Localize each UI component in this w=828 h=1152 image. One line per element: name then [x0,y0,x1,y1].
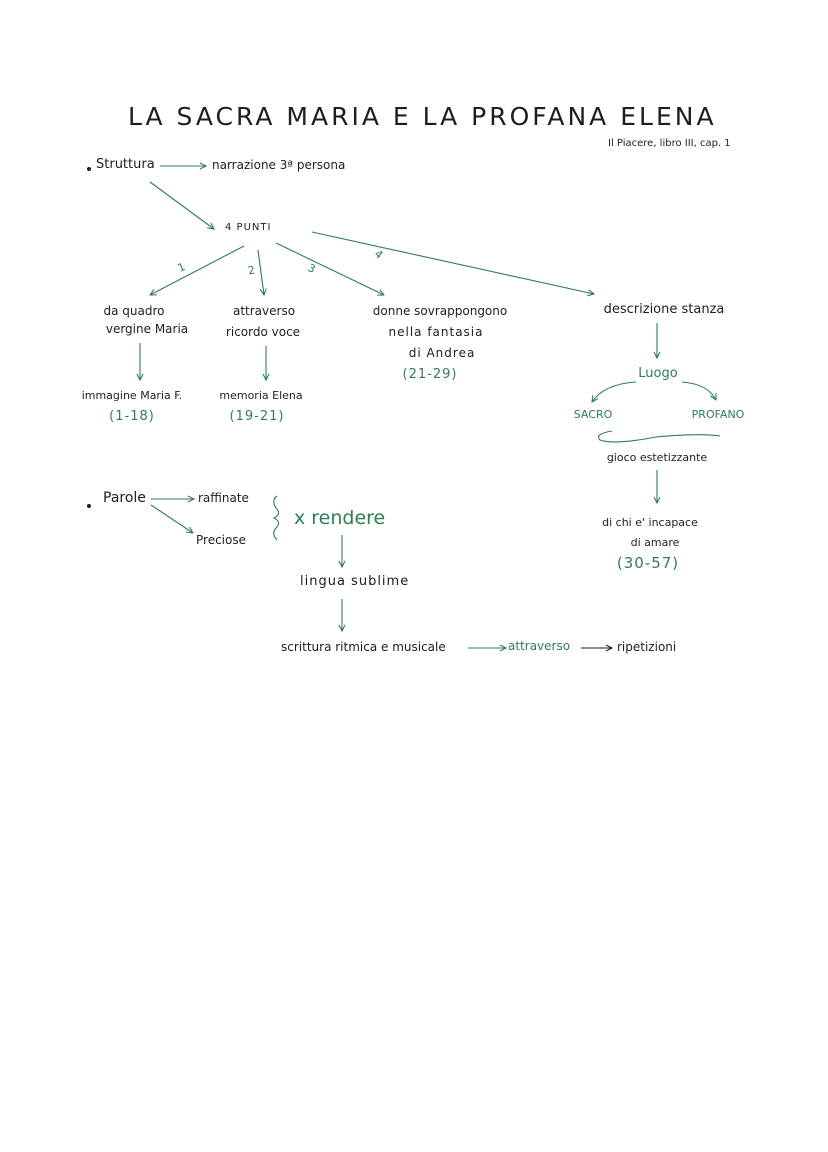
branch1-line2: vergine Maria [105,322,189,336]
arrow-punti-branch4 [311,231,594,294]
branch1-range: (1-18) [109,409,155,424]
label-raffinate: raffinate [198,491,249,505]
branch4-sacro: SACRO [573,408,613,421]
label-lingua: lingua sublime [300,574,410,589]
arrow-punti-branch3 [275,242,384,295]
branch3-line1: donne sovrappongono [372,304,508,318]
branch1-result: immagine Maria F. [81,389,183,402]
label-punti: 4 PUNTI [225,222,272,233]
branch2-result: memoria Elena [219,389,303,402]
label-preciose: Preciose [196,533,246,547]
label-narrazione: narrazione 3ª persona [212,158,346,172]
bullet-struttura [87,167,91,171]
branch2-line1: attraverso [232,304,296,318]
branch3-line2: nella fantasia [388,325,484,339]
arrow-luogo-sacro [592,381,637,402]
branch3-range: (21-29) [402,367,458,382]
branch2-range: (19-21) [229,409,285,424]
page-subtitle: Il Piacere, libro III, cap. 1 [608,138,731,149]
brace-sacro-profano [597,430,721,443]
label-scrittura: scrittura ritmica e musicale [281,640,446,654]
label-struttura: Struttura [96,157,155,172]
arrow-punti-branch2 [257,249,264,295]
branch4-gioco: gioco estetizzante [606,451,708,464]
branch4-profano: PROFANO [691,408,745,421]
brace-parole [272,495,280,541]
arrow-parole-preciose [150,504,193,533]
page-title: LA SACRA MARIA E LA PROFANA ELENA [128,102,717,131]
arrow-struttura-punti [149,181,214,229]
label-attraverso: attraverso [508,639,571,653]
branch4-line1: di chi e' incapace [602,516,698,529]
label-rendere: x rendere [294,507,386,529]
arrow-luogo-profano [681,381,716,400]
label-parole: Parole [103,490,146,506]
branch1-line1: da quadro [103,304,165,318]
branch3-line3: di Andrea [408,346,476,360]
bullet-parole [87,504,91,508]
branch4-line2: di amare [630,536,680,549]
label-ripetizioni: ripetizioni [617,640,677,654]
branch4-label: descrizione stanza [603,302,725,317]
arrow-punti-branch1 [150,245,245,295]
branch4-range: (30-57) [616,554,680,572]
branch2-line2: ricordo voce [225,325,301,339]
branch4-luogo: Luogo [638,366,678,381]
